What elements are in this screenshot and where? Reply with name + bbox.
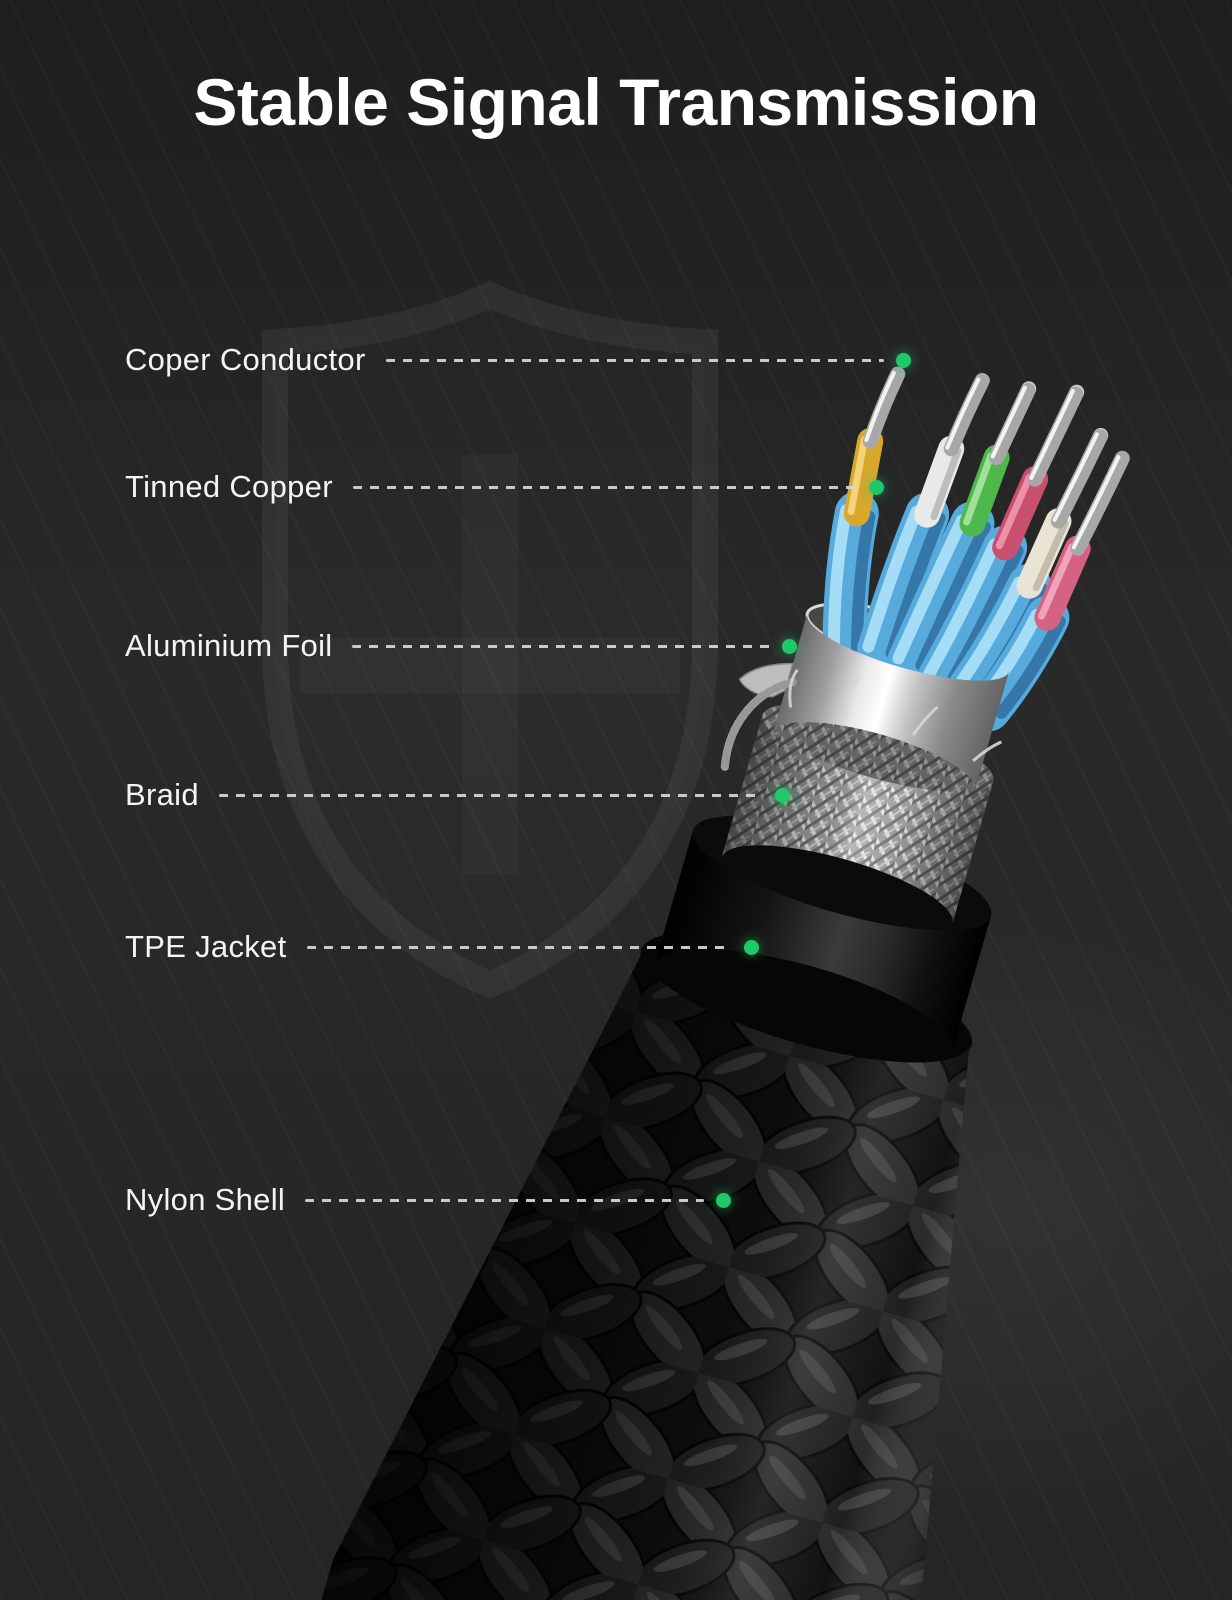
label-row-nylon-shell: Nylon Shell bbox=[125, 1178, 731, 1222]
marker-dot bbox=[744, 939, 759, 955]
cable-cutaway bbox=[311, 284, 1232, 1600]
tpe-jacket-ring bbox=[654, 830, 992, 1051]
label-row-coper-conductor: Coper Conductor bbox=[125, 338, 911, 382]
nylon-shell-opening bbox=[640, 931, 973, 1065]
marker-dot bbox=[896, 352, 911, 368]
label-nylon-shell: Nylon Shell bbox=[125, 1182, 286, 1217]
leader-line bbox=[218, 793, 763, 797]
label-tinned-copper: Tinned Copper bbox=[125, 469, 333, 504]
leader-line bbox=[352, 644, 770, 648]
marker-dot bbox=[782, 638, 797, 654]
label-row-tinned-copper: Tinned Copper bbox=[125, 465, 884, 509]
label-row-braid: Braid bbox=[125, 773, 790, 817]
label-tpe-jacket: TPE Jacket bbox=[125, 929, 287, 964]
silver-braid-opening bbox=[762, 704, 994, 793]
leader-line bbox=[305, 1198, 704, 1202]
shield-watermark bbox=[262, 280, 718, 1000]
label-aluminium-foil: Aluminium Foil bbox=[125, 628, 333, 663]
page-title: Stable Signal Transmission bbox=[193, 65, 1039, 139]
leader-line bbox=[352, 485, 857, 489]
leader-line bbox=[306, 945, 732, 949]
aluminium-foil-wrap bbox=[720, 613, 1010, 791]
marker-dot bbox=[716, 1192, 731, 1208]
leader-line bbox=[385, 358, 884, 362]
nylon-braided-shell bbox=[311, 951, 970, 1600]
label-coper-conductor: Coper Conductor bbox=[125, 342, 366, 377]
braid-frayed-strands bbox=[788, 669, 1002, 763]
marker-dot bbox=[869, 479, 884, 495]
label-row-aluminium-foil: Aluminium Foil bbox=[125, 624, 797, 668]
silver-braid-shield bbox=[721, 669, 1002, 924]
marker-dot bbox=[775, 787, 790, 803]
label-row-tpe-jacket: TPE Jacket bbox=[125, 925, 759, 969]
label-braid: Braid bbox=[125, 777, 199, 812]
